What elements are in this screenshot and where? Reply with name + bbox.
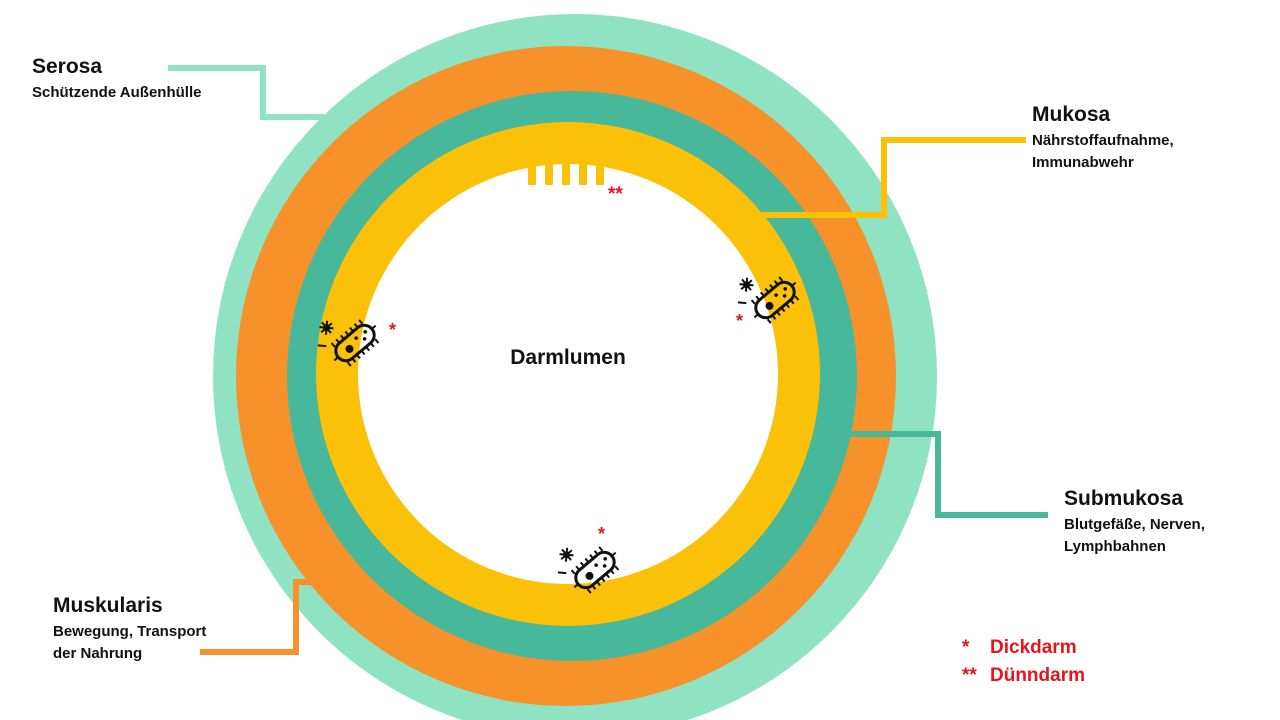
submukosa-desc-line: Lymphbahnen [1064, 538, 1166, 556]
legend-mark: * [962, 637, 970, 658]
mukosa-title: Mukosa [1032, 103, 1111, 126]
bacterium-marker: * [389, 320, 396, 340]
serosa-title: Serosa [32, 55, 103, 78]
submukosa-desc-line: Blutgefäße, Nerven, [1064, 516, 1205, 534]
villi-marker: ** [608, 184, 623, 205]
serosa-desc-line: Schützende Außenhülle [32, 84, 202, 102]
villi-icon [528, 163, 604, 185]
submukosa-label: Submukosa Blutgefäße, Nerven, Lymphbahne… [1064, 484, 1205, 558]
submukosa-title: Submukosa [1064, 487, 1184, 510]
mukosa-desc-line: Immunabwehr [1032, 154, 1134, 172]
bacterium-icon [737, 276, 800, 324]
lumen [358, 164, 778, 584]
serosa-connector [168, 65, 325, 120]
bacterium-icon [317, 319, 380, 367]
muskularis-desc-line: Bewegung, Transport [53, 623, 207, 641]
legend-text: Dünndarm [990, 664, 1085, 686]
legend-item: ** Dünndarm [962, 662, 1085, 690]
muskularis-title: Muskularis [53, 594, 163, 617]
legend-text: Dickdarm [990, 637, 1077, 658]
lumen-label: Darmlumen [510, 346, 626, 369]
bacterium-marker: * [736, 311, 743, 331]
submukosa-connector [845, 431, 1048, 518]
muskularis-connector [200, 579, 350, 655]
serosa-label: Serosa Schützende Außenhülle [32, 52, 201, 104]
legend-mark: ** [962, 664, 977, 686]
mukosa-label: Mukosa Nährstoffaufnahme, Immunabwehr [1032, 100, 1174, 174]
bacterium-icon [557, 546, 620, 594]
mukosa-connector [760, 137, 1026, 218]
muskularis-desc-line: der Nahrung [53, 645, 143, 663]
mukosa-desc-line: Nährstoffaufnahme, [1032, 132, 1174, 150]
villi-label: Zotten [532, 187, 590, 208]
bacterium-marker: * [598, 524, 605, 544]
legend-item: * Dickdarm [962, 634, 1085, 662]
muskularis-label: Muskularis Bewegung, Transport der Nahru… [53, 591, 206, 665]
legend: * Dickdarm ** Dünndarm [962, 634, 1085, 689]
